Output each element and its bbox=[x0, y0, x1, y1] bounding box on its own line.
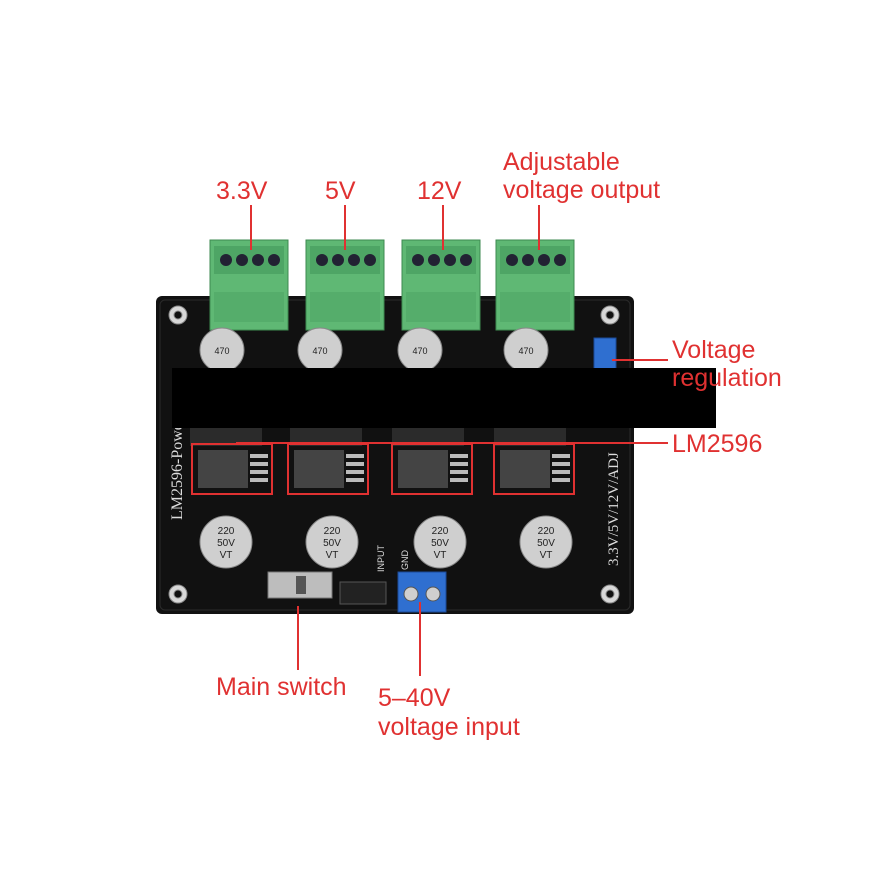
svg-text:50V: 50V bbox=[537, 538, 555, 549]
callout-line-adj bbox=[538, 205, 540, 250]
callout-line-5v bbox=[344, 205, 346, 250]
label-input-line1: 5–40V bbox=[378, 684, 451, 712]
mounting-holes bbox=[168, 305, 620, 604]
green-terminals bbox=[209, 239, 575, 331]
label-5v-output: 5V bbox=[325, 177, 356, 205]
svg-text:470: 470 bbox=[518, 346, 533, 356]
label-main-switch: Main switch bbox=[216, 673, 347, 701]
svg-text:50V: 50V bbox=[323, 538, 341, 549]
svg-text:470: 470 bbox=[312, 346, 327, 356]
output-capacitors: 470 470 470 470 bbox=[199, 327, 549, 373]
svg-text:VT: VT bbox=[434, 550, 447, 561]
svg-text:470: 470 bbox=[412, 346, 427, 356]
regulator-chips bbox=[191, 443, 575, 495]
callout-line-lm2596 bbox=[236, 442, 668, 444]
silkscreen-side-label: LM2596-Power bbox=[169, 417, 186, 520]
silkscreen-right-label: 3.3V/5V/12V/ADJ bbox=[606, 452, 622, 566]
redaction-bar bbox=[172, 368, 716, 428]
svg-text:50V: 50V bbox=[431, 538, 449, 549]
label-3v3-output: 3.3V bbox=[216, 177, 268, 205]
input-terminal bbox=[397, 571, 447, 613]
label-voltage-reg-line2: regulation bbox=[672, 364, 782, 392]
svg-text:50V: 50V bbox=[217, 538, 235, 549]
label-adjustable-line1: Adjustable bbox=[503, 148, 620, 176]
label-lm2596: LM2596 bbox=[672, 430, 763, 458]
gnd-silkscreen: GND bbox=[400, 550, 410, 571]
callout-line-voltage-reg bbox=[612, 359, 668, 361]
svg-text:VT: VT bbox=[220, 550, 233, 561]
label-12v-output: 12V bbox=[417, 177, 462, 205]
callout-line-switch bbox=[297, 606, 299, 670]
input-silkscreen: INPUT bbox=[376, 544, 386, 572]
potentiometer bbox=[593, 337, 617, 373]
callout-line-33v bbox=[250, 205, 252, 250]
svg-text:VT: VT bbox=[326, 550, 339, 561]
label-input-line2: voltage input bbox=[378, 713, 520, 741]
svg-text:VT: VT bbox=[540, 550, 553, 561]
svg-text:220: 220 bbox=[538, 526, 555, 537]
callout-line-12v bbox=[442, 205, 444, 250]
label-voltage-reg-line1: Voltage bbox=[672, 336, 756, 364]
svg-text:220: 220 bbox=[218, 526, 235, 537]
svg-text:470: 470 bbox=[214, 346, 229, 356]
callout-line-input bbox=[419, 602, 421, 676]
svg-text:220: 220 bbox=[324, 526, 341, 537]
svg-text:220: 220 bbox=[432, 526, 449, 537]
label-adjustable-line2: voltage output bbox=[503, 176, 661, 204]
